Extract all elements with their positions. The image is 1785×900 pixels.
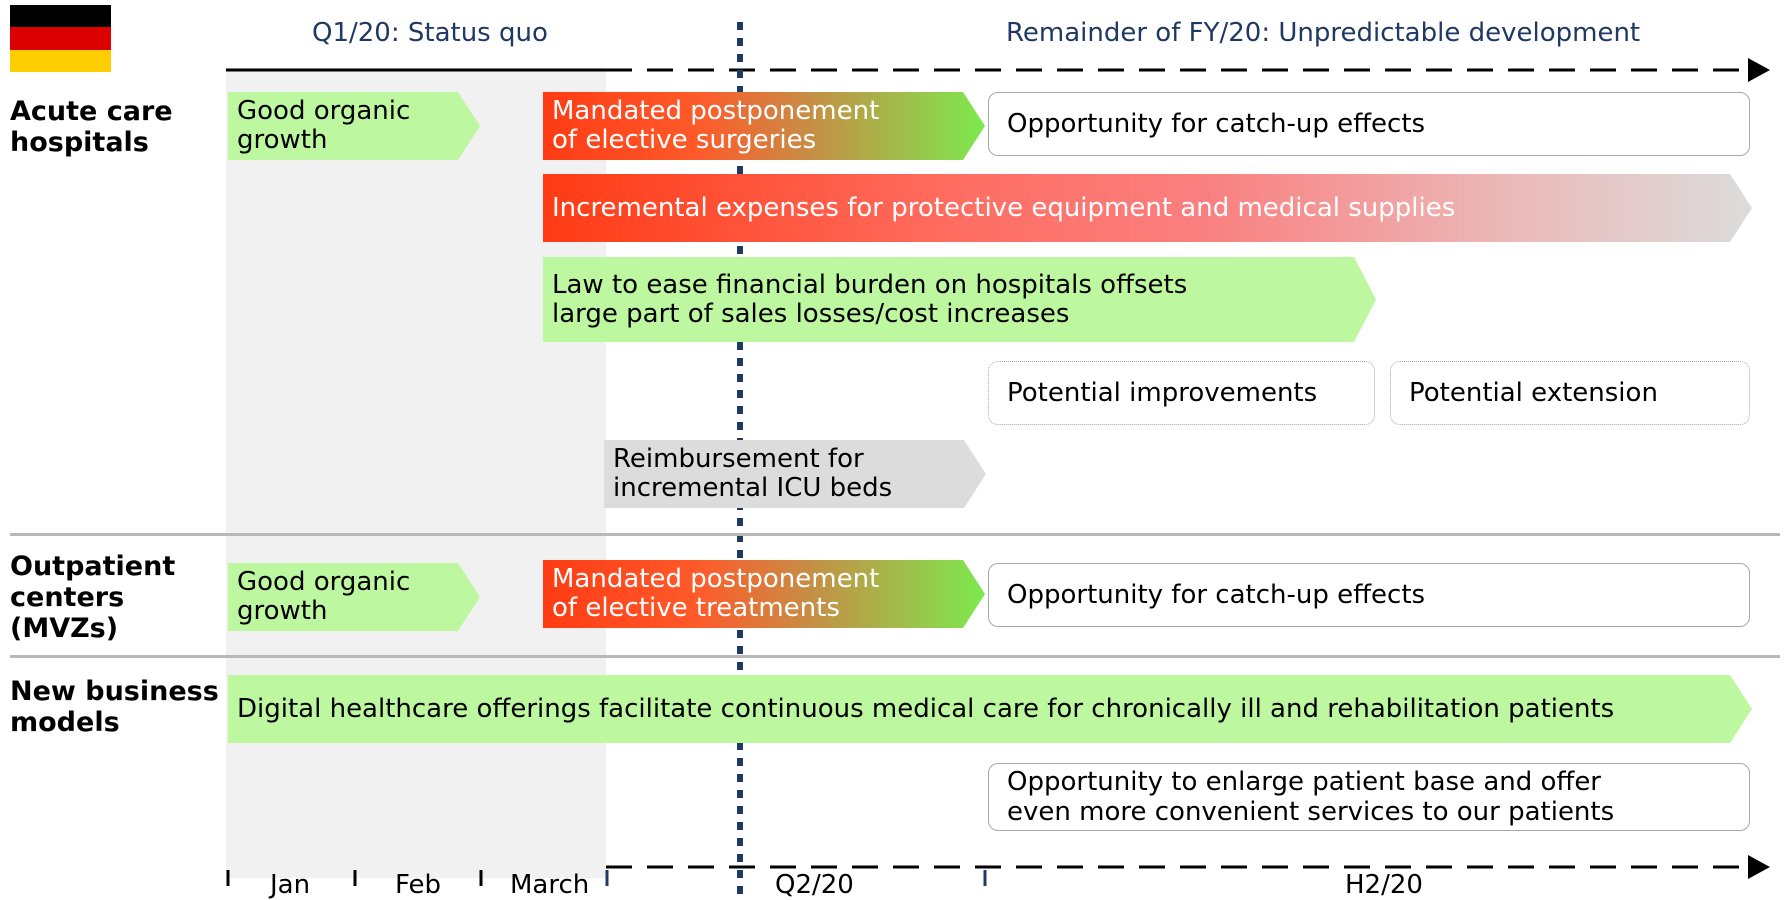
enlarge-patient-base-box: Opportunity to enlarge patient base and …	[988, 763, 1750, 831]
acute-law-bar: Law to ease financial burden on hospital…	[543, 257, 1376, 342]
row-label-outpatient: Outpatient centers (MVZs)	[10, 551, 176, 644]
timeline-label-h2: H2/20	[1345, 870, 1423, 900]
row-separator	[10, 533, 1780, 536]
remainder-header: Remainder of FY/20: Unpredictable develo…	[1006, 18, 1641, 48]
acute-icu-reimbursement-bar: Reimbursement for incremental ICU beds	[604, 440, 986, 508]
acute-potential-extension-box: Potential extension	[1390, 361, 1750, 425]
germany-flag-icon	[10, 5, 111, 72]
status-quo-header: Q1/20: Status quo	[312, 18, 548, 48]
timeline-label-march: March	[510, 870, 590, 900]
bottom-arrowhead-icon	[1748, 855, 1770, 879]
mvz-postponement-bar: Mandated postponement of elective treatm…	[543, 560, 985, 628]
acute-postponement-bar: Mandated postponement of elective surger…	[543, 92, 985, 160]
timeline-label-jan: Jan	[270, 870, 311, 900]
row-label-new-business: New business models	[10, 676, 219, 738]
acute-expenses-bar: Incremental expenses for protective equi…	[543, 174, 1752, 242]
timeline-label-feb: Feb	[395, 870, 442, 900]
row-separator	[10, 655, 1780, 658]
acute-catchup-box: Opportunity for catch-up effects	[988, 92, 1750, 156]
acute-potential-improvements-box: Potential improvements	[988, 361, 1375, 425]
timeline-label-q2: Q2/20	[775, 870, 854, 900]
mvz-good-growth-bar: Good organic growth	[228, 563, 480, 631]
q1-status-quo-shading	[226, 68, 606, 878]
acute-good-growth-bar: Good organic growth	[228, 92, 480, 160]
row-label-acute-care: Acute care hospitals	[10, 96, 173, 158]
top-arrowhead-icon	[1748, 58, 1770, 82]
digital-healthcare-bar: Digital healthcare offerings facilitate …	[228, 675, 1752, 743]
mvz-catchup-box: Opportunity for catch-up effects	[988, 563, 1750, 627]
